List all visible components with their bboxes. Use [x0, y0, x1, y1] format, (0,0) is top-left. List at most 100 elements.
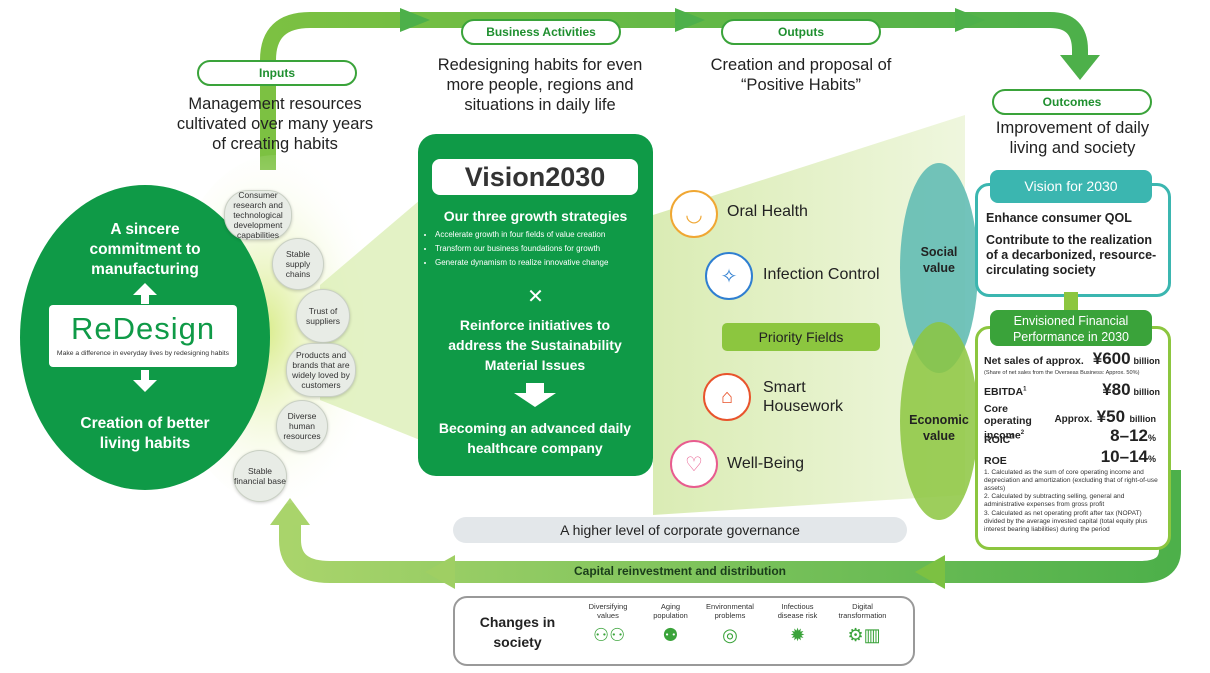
goal-text: Becoming an advanced daily healthcare co…: [438, 420, 632, 456]
economic-value-label: Economic value: [909, 413, 969, 443]
vision-item-qol: Enhance consumer QOL: [986, 211, 1132, 225]
vision-item-decarbonized: Contribute to the realization of a decar…: [986, 233, 1157, 277]
panel-connector: [1064, 292, 1078, 310]
redesign-logo: ReDesign: [70, 311, 216, 346]
tooth-icon: ◡: [670, 190, 718, 238]
roic-sup: 3: [1010, 434, 1014, 441]
coi-amount: ¥50: [1096, 407, 1126, 426]
society-item-aging: Aging population ⚉: [643, 602, 698, 646]
down-arrow-icon: [133, 380, 157, 392]
coi-label: Core operating income: [984, 403, 1032, 442]
people-icon: ⚇⚇: [593, 625, 626, 645]
coi-prefix: Approx.: [1054, 414, 1093, 425]
outcomes-heading: Improvement of daily living and society: [995, 119, 1150, 157]
up-arrow-icon: [133, 283, 157, 295]
inputs-heading: Management resources cultivated over man…: [176, 95, 374, 153]
roe-amount: 10–14: [1100, 447, 1148, 466]
oval-top-text: A sincere commitment to manufacturing: [89, 221, 201, 278]
strategies-list: Accelerate growth in four fields of valu…: [420, 228, 665, 270]
resource-brands: Products and brands that are widely love…: [286, 343, 356, 397]
vision2030-title: Vision2030: [432, 159, 638, 195]
ebitda-sup: 1: [1023, 386, 1027, 393]
roe-value: 10–14%: [1101, 447, 1156, 467]
net-sales-note: (Share of net sales from the Overseas Bu…: [984, 370, 1140, 376]
footnote-2: 2. Calculated by subtracting selling, ge…: [984, 493, 1125, 508]
governance-bar: A higher level of corporate governance: [453, 517, 907, 543]
roic-label: ROIC: [984, 434, 1011, 446]
financial-title: Envisioned Financial Performance in 2030: [990, 310, 1152, 346]
redesign-logo-box: [49, 305, 237, 367]
society-item-label: Digital transformation: [838, 602, 887, 620]
society-item-label: Environmental problems: [706, 602, 754, 620]
coi-unit: billion: [1129, 414, 1157, 424]
field-smart-housework: Smart Housework: [763, 379, 844, 415]
roic-value: 8–12%: [1110, 426, 1156, 446]
business-heading: Redesigning habits for even more people,…: [437, 56, 643, 114]
footnote-3: 3. Calculated as net operating profit af…: [984, 510, 1148, 533]
net-sales-amount: ¥600: [1092, 349, 1131, 368]
roic-amount: 8–12: [1110, 426, 1148, 445]
priority-fields-badge: Priority Fields: [722, 323, 880, 351]
society-item-label: Aging population: [653, 602, 688, 620]
virus-icon: ✹: [789, 625, 806, 645]
field-well-being: Well-Being: [727, 455, 805, 472]
redesign-tagline: Make a difference in everyday lives by r…: [56, 350, 230, 357]
vision-2030-title: Vision for 2030: [990, 170, 1152, 203]
society-item-label: Infectious disease risk: [777, 602, 818, 620]
society-title: Changes in society: [479, 614, 556, 650]
roe-row: ROE: [984, 455, 1164, 467]
resource-suppliers: Trust of suppliers: [296, 289, 350, 343]
business-label: Business Activities: [461, 19, 621, 45]
down-block-arrow-icon: [526, 383, 544, 393]
coi-value: Approx. ¥50 billion: [1054, 407, 1156, 427]
inputs-label: Inputs: [197, 60, 357, 86]
net-sales-label: Net sales of approx.: [984, 355, 1084, 367]
digital-icon: ⚙▥: [847, 625, 881, 645]
economic-value-oval: [900, 322, 978, 520]
sparkle-icon: ✧: [705, 252, 753, 300]
roe-label: ROE: [984, 455, 1007, 467]
financial-rows: Net sales of approx. ¥600 billion (Share…: [984, 349, 1160, 542]
society-item-infection: Infectious disease risk ✹: [770, 602, 825, 646]
house-icon: ⌂: [703, 373, 751, 421]
society-item-diversity: Diversifying values ⚇⚇: [578, 602, 638, 646]
ebitda-value: ¥80 billion: [1102, 380, 1160, 400]
cross-icon: ✕: [527, 286, 544, 308]
social-value-label: Social value: [920, 245, 958, 275]
resource-supply: Stable supply chains: [272, 238, 324, 290]
society-item-label: Diversifying values: [588, 602, 628, 620]
ebitda-amount: ¥80: [1102, 380, 1131, 399]
ebitda-unit: billion: [1133, 387, 1161, 397]
roe-percent: %: [1147, 454, 1156, 464]
globe-icon: ◎: [722, 625, 738, 645]
down-arrow-stem: [141, 370, 149, 380]
coi-row: Core operating income2: [984, 403, 1054, 442]
field-oral-health: Oral Health: [727, 203, 808, 220]
society-panel: [453, 596, 915, 666]
outputs-heading: Creation and proposal of “Positive Habit…: [710, 56, 892, 94]
up-arrow-stem: [141, 294, 149, 304]
field-infection-control: Infection Control: [763, 266, 880, 283]
resource-human: Diverse human resources: [276, 400, 328, 452]
reinforce-text: Reinforce initiatives to address the Sus…: [448, 317, 622, 373]
ebitda-row: EBITDA1 ¥80 billion: [984, 380, 1164, 399]
elderly-icon: ⚉: [662, 625, 679, 645]
reinvestment-label: Capital reinvestment and distribution: [573, 564, 787, 578]
roic-percent: %: [1147, 433, 1156, 443]
heart-icon: ♡: [670, 440, 718, 488]
oval-bottom-text: Creation of better living habits: [80, 415, 210, 452]
footnote-1: 1. Calculated as the sum of core operati…: [984, 469, 1158, 492]
roic-row: ROIC3: [984, 434, 1164, 446]
strategy-item: Accelerate growth in four fields of valu…: [435, 228, 665, 242]
ebitda-label: EBITDA: [984, 386, 1024, 398]
down-block-arrow-head: [514, 393, 556, 407]
strategy-item: Transform our business foundations for g…: [435, 242, 665, 256]
net-sales-value: ¥600 billion: [1093, 349, 1160, 369]
resource-financial: Stable financial base: [233, 450, 287, 502]
strategy-item: Generate dynamism to realize innovative …: [435, 256, 665, 270]
resource-research: Consumer research and technological deve…: [224, 190, 292, 240]
net-sales-unit: billion: [1133, 356, 1161, 366]
society-item-environment: Environmental problems ◎: [700, 602, 760, 646]
outcomes-label: Outcomes: [992, 89, 1152, 115]
society-item-digital: Digital transformation ⚙▥: [830, 602, 895, 646]
